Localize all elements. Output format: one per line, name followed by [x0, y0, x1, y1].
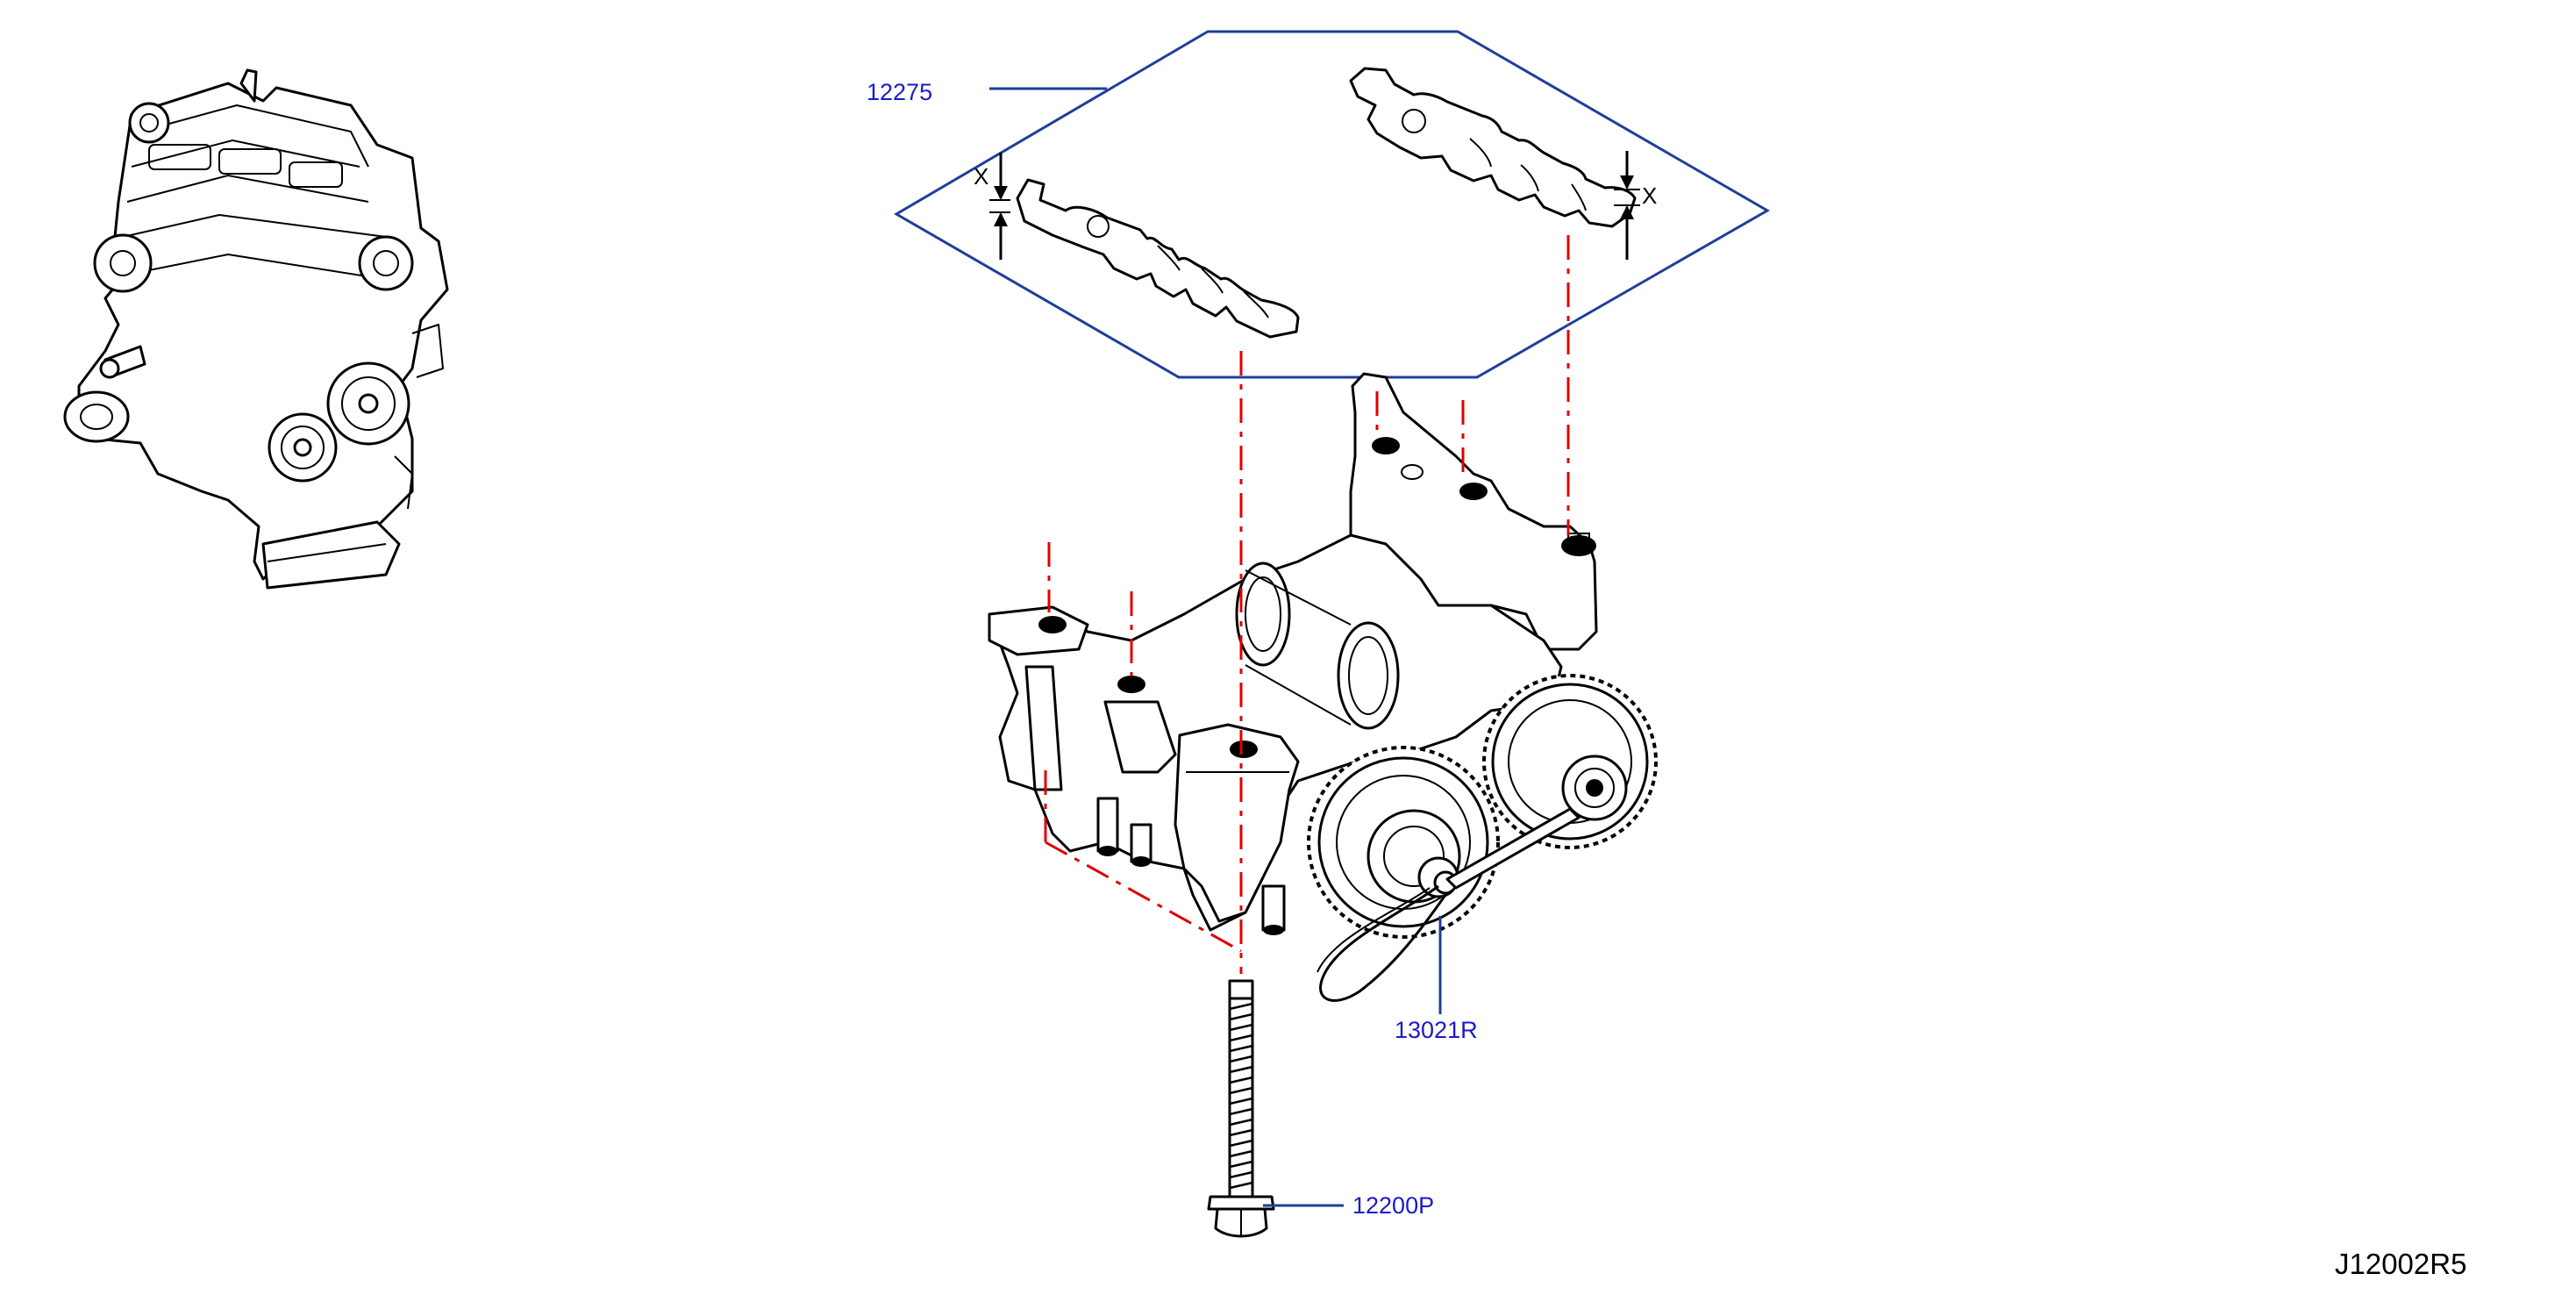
dimension-label: X: [1642, 182, 1657, 209]
shim-plate-icon[interactable]: [1016, 178, 1300, 339]
diagram-code: J12002R5: [2335, 1248, 2466, 1280]
shim-plate-icon[interactable]: [1349, 67, 1637, 228]
balancer-shaft-unit-icon[interactable]: [988, 372, 1658, 1002]
callout-12200P[interactable]: 12200P: [1263, 1192, 1434, 1219]
part-number-label: 13021R: [1395, 1017, 1478, 1043]
callout-12275[interactable]: 12275: [867, 79, 932, 105]
flange-bolt-icon[interactable]: [1207, 979, 1275, 1238]
callout-13021R[interactable]: 13021R: [1395, 916, 1478, 1043]
dimension-marker-left: X: [974, 153, 1010, 260]
dimension-label: X: [974, 163, 988, 190]
assembly-center-lines: [1044, 235, 1570, 974]
engine-assembly-icon[interactable]: [63, 68, 449, 590]
part-number-label: 12200P: [1352, 1192, 1434, 1219]
part-number-label: 12275: [867, 79, 932, 105]
dimension-marker-right: X: [1614, 151, 1657, 260]
gasket-callout-frame: [894, 30, 1771, 379]
